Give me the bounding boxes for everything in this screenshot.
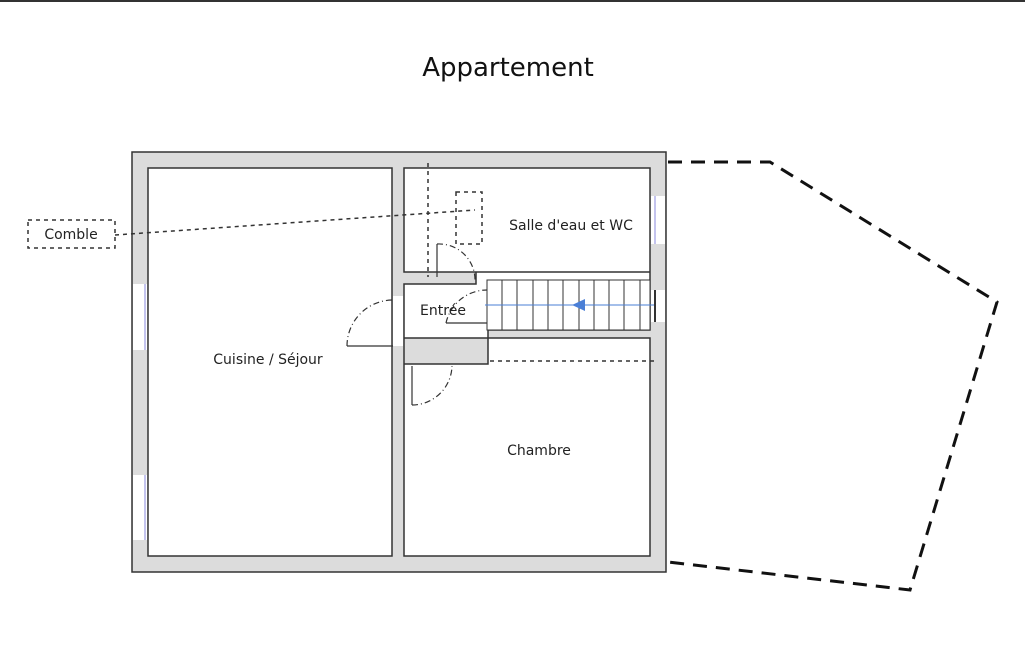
windows [133,196,665,540]
staircase [485,279,654,331]
walls [131,151,667,573]
doors [346,243,489,406]
label-comble: Comble [44,227,97,243]
label-sejour: Cuisine / Séjour [213,352,323,368]
balcony-outline [667,160,999,592]
dashed-annotations [27,163,656,362]
top-border [0,0,1025,2]
label-salle-eau: Salle d'eau et WC [509,218,633,234]
label-entree: Entrée [420,303,466,319]
plan-title: Appartement [422,53,594,83]
label-chambre: Chambre [507,443,571,459]
